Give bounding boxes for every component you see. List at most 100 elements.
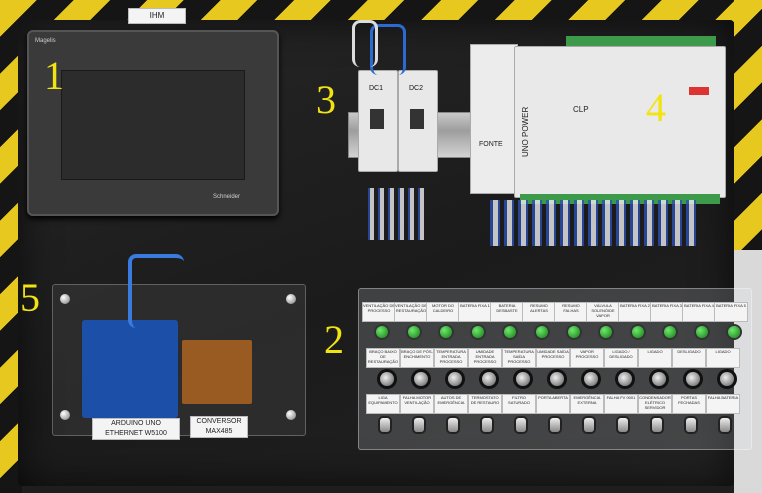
plc-bottom-terminals <box>520 194 720 204</box>
toggle-label: FALHA FV 0001 <box>604 394 638 414</box>
toggle-label: EMERGÊNCIA EXTERNA <box>570 394 604 414</box>
indicator-led <box>632 326 644 338</box>
selector-switch[interactable] <box>618 372 632 386</box>
led-label: BATERIA FIXA 3 <box>650 302 684 322</box>
led-label: MOTOR DO CALDEIRO <box>426 302 460 322</box>
hazard-stripe-top <box>0 0 762 22</box>
selector-switch[interactable] <box>482 372 496 386</box>
toggle-switch[interactable] <box>720 418 730 432</box>
hmi-brand-bottom: Schneider <box>213 194 241 200</box>
toggle-switch[interactable] <box>686 418 696 432</box>
selector-label: BRAÇO BAIXO DE RESTAURAÇÃO <box>366 348 400 368</box>
selector-label: UMIDADE ENTRADA PROCESSO <box>468 348 502 368</box>
selector-label: DESLIGADO <box>672 348 706 368</box>
toggle-switch[interactable] <box>516 418 526 432</box>
selector-label: TEMPERATURA ENTRADA PROCESSO <box>434 348 468 368</box>
toggle-label: LIGA EQUIPAMENTO <box>366 394 400 414</box>
breaker-dc1-label: DC1 <box>369 85 384 92</box>
selector-label: LIGADO <box>706 348 740 368</box>
toggle-label: PORTA ABERTA <box>536 394 570 414</box>
selector-switch[interactable] <box>380 372 394 386</box>
indicator-led <box>376 326 388 338</box>
indicator-led <box>472 326 484 338</box>
indicator-led <box>664 326 676 338</box>
selector-switch[interactable] <box>550 372 564 386</box>
selector-label: BRAÇO DE PÓS-ENCHIMENTO <box>400 348 434 368</box>
indicator-led <box>408 326 420 338</box>
screw <box>60 294 70 304</box>
toggle-switch[interactable] <box>482 418 492 432</box>
toggle-label: AUTOS DE EMERGÊNCIA <box>434 394 468 414</box>
toggle-switch[interactable] <box>652 418 662 432</box>
selector-switch[interactable] <box>414 372 428 386</box>
arduino-label: ARDUINO UNO ETHERNET W5100 <box>92 418 180 440</box>
selector-label: TEMPERATURA SAÍDA PROCESSO <box>502 348 536 368</box>
hmi-brand-top: Magelis <box>35 38 56 44</box>
toggle-switch[interactable] <box>618 418 628 432</box>
selector-switch[interactable] <box>584 372 598 386</box>
screw <box>60 410 70 420</box>
wiring-bundle-2 <box>368 188 424 240</box>
screw <box>286 294 296 304</box>
converter-label: CONVERSOR MAX485 <box>190 416 248 438</box>
toggle-label: CONDENSADOR ELÉTRICO SERVIDOR <box>638 394 672 414</box>
psu-label: FONTE <box>479 141 503 148</box>
led-label: VENTILAÇÃO DE PROCESSO <box>362 302 396 322</box>
max485-converter <box>182 340 252 404</box>
toggle-label: PORTAS FECHADAS <box>672 394 706 414</box>
indicator-led <box>536 326 548 338</box>
led-label: BATERIA DESBASTE <box>490 302 524 322</box>
toggle-label: FILTRO SATURADO <box>502 394 536 414</box>
toggle-switch[interactable] <box>448 418 458 432</box>
power-supply: FONTE <box>470 44 518 194</box>
plc-unit: UNO POWER CLP <box>514 46 726 198</box>
plc-label: CLP <box>573 105 589 114</box>
toggle-switch[interactable] <box>550 418 560 432</box>
hmi-screen <box>61 70 245 180</box>
hazard-stripe-left <box>0 0 22 493</box>
selector-label: UMIDADE SAÍDA PROCESSO <box>536 348 570 368</box>
marker-1: 1 <box>44 53 64 98</box>
breaker-dc1: DC1 <box>358 70 398 172</box>
marker-5: 5 <box>20 275 40 320</box>
selector-switch[interactable] <box>686 372 700 386</box>
toggle-switch[interactable] <box>380 418 390 432</box>
toggle-label: FALHA MOTOR VENTILAÇÃO <box>400 394 434 414</box>
cable-white <box>352 20 378 67</box>
led-label: VENTILAÇÃO DE RESTAURAÇÃO <box>394 302 428 322</box>
led-label: RESUMO FALHAS <box>554 302 588 322</box>
led-label: RESUMO ALERTAS <box>522 302 556 322</box>
led-label: BATERIA FIXA 5 <box>714 302 748 322</box>
toggle-switch[interactable] <box>414 418 424 432</box>
selector-label: VAPOR PROCESSO <box>570 348 604 368</box>
ethernet-cable <box>128 254 184 328</box>
led-label: BATERIA FIXA 2 <box>618 302 652 322</box>
selector-label: LIGADO / DESLIGADO <box>604 348 638 368</box>
plc-side-text: UNO POWER <box>521 106 530 157</box>
indicator-led <box>600 326 612 338</box>
selector-switch[interactable] <box>652 372 666 386</box>
toggle-label: FALHA BATERIA <box>706 394 740 414</box>
wiring-bundle-1 <box>490 200 700 246</box>
hmi-touchscreen: Magelis Schneider <box>27 30 279 216</box>
selector-label: LIGADO <box>638 348 672 368</box>
indicator-led <box>696 326 708 338</box>
arduino-board <box>82 320 178 418</box>
plc-top-terminals <box>566 36 716 46</box>
selector-switch[interactable] <box>448 372 462 386</box>
toggle-label: TERMOSTATO DE RESTAURO <box>468 394 502 414</box>
breaker-dc2: DC2 <box>398 70 438 172</box>
breaker-dc2-label: DC2 <box>409 85 424 92</box>
led-label: BATERIA FIXA 1 <box>458 302 492 322</box>
indicator-led <box>568 326 580 338</box>
selector-switch[interactable] <box>720 372 734 386</box>
marker-3: 3 <box>316 77 336 122</box>
marker-2: 2 <box>324 317 344 362</box>
screw <box>286 410 296 420</box>
toggle-switch[interactable] <box>584 418 594 432</box>
top-tag-label: IHM <box>128 8 186 24</box>
led-label: BATERIA FIXA 4 <box>682 302 716 322</box>
selector-switch[interactable] <box>516 372 530 386</box>
indicator-led <box>440 326 452 338</box>
